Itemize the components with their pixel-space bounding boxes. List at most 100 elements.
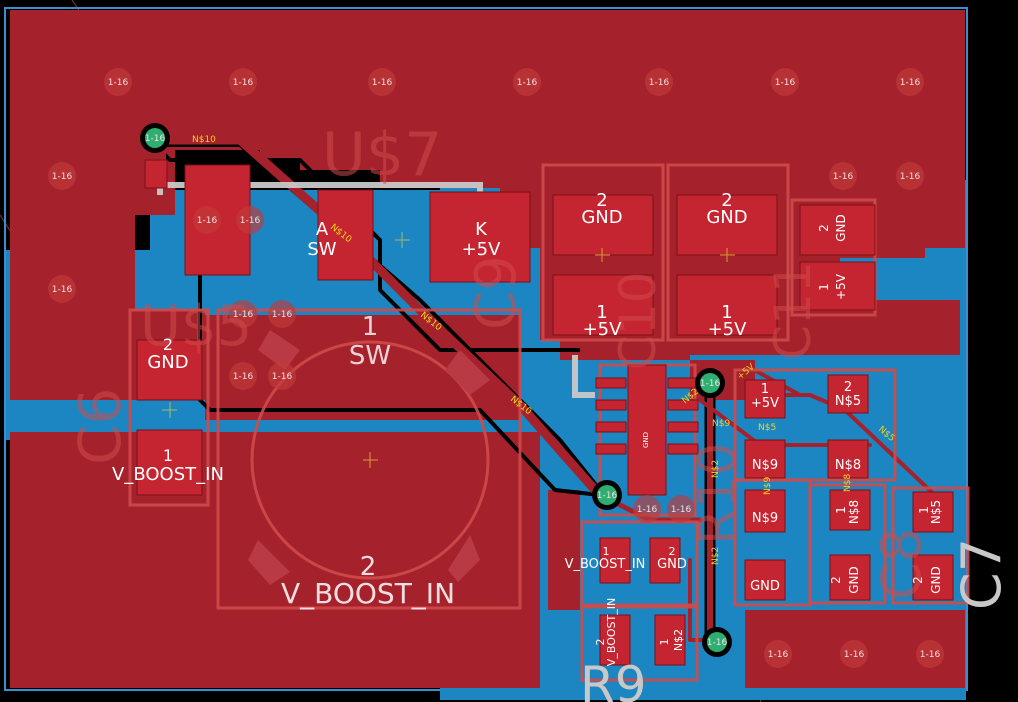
via-label: 1-16 — [272, 310, 293, 320]
via-label: 1-16 — [372, 78, 393, 88]
pad-r-1 — [744, 379, 786, 419]
via-label: 1-16 — [597, 491, 618, 501]
pad-n8 — [827, 439, 869, 479]
inductor-pin1-net: SW — [349, 341, 391, 371]
c11-pin2-net: GND — [706, 207, 747, 228]
via-label: 1-16 — [768, 650, 789, 660]
via-label: 1-16 — [145, 134, 166, 144]
r-n8-label: N$8 — [835, 458, 861, 473]
via-circle-icon — [229, 300, 257, 328]
pad-u7-a — [317, 189, 374, 281]
pad-c7-2 — [912, 554, 954, 601]
ref-r9: R9 — [580, 656, 647, 702]
c7-pin1: 1 — [917, 506, 931, 514]
c7-pin2: 2 — [911, 576, 925, 584]
via-circle-icon — [193, 206, 221, 234]
pad-c8-1 — [829, 489, 871, 531]
inductor-pin1: 1 — [362, 312, 379, 342]
via-label: 1-16 — [900, 78, 921, 88]
via-circle-icon — [48, 162, 76, 190]
via-circle-icon — [840, 640, 868, 668]
via-grid: 1-16 1-16 1-16 1-16 1-16 1-16 1-16 1-16 1-16 1-16… — [48, 68, 944, 668]
via-label: 1-16 — [900, 172, 921, 182]
via-circle-icon[interactable] — [145, 128, 165, 148]
pad-r10-2 — [649, 537, 681, 584]
origin-crosshair-icon — [162, 232, 735, 468]
via-circle-icon — [645, 68, 673, 96]
pad-csmall-1 — [799, 261, 876, 311]
via-label: 1-16 — [52, 285, 73, 295]
r10-pin1: 1 — [603, 545, 610, 558]
pad-gnd — [744, 559, 786, 601]
pad-c6-1 — [136, 429, 203, 496]
u7-pad-a-net: SW — [307, 239, 336, 260]
u7-pad-k-net: +5V — [462, 239, 502, 260]
pad-c11-1 — [676, 274, 778, 336]
via-circle-icon — [229, 362, 257, 390]
c8-pin2-net: GND — [847, 566, 861, 594]
ref-u7: U$7 — [322, 120, 442, 190]
via-circle-icon — [368, 68, 396, 96]
r10-pin2-net: GND — [657, 557, 687, 572]
net-label-n9: N$9 — [712, 419, 730, 429]
c10-pin2-net: GND — [581, 207, 622, 228]
c11-pin1: 1 — [721, 302, 732, 323]
inductor-pin2: 2 — [360, 552, 377, 582]
via-circle-icon — [829, 162, 857, 190]
ref-u5: U$5 — [140, 294, 252, 359]
c6-pin2: 2 — [163, 335, 173, 354]
c10-pin1: 1 — [596, 302, 607, 323]
via-circle-icon — [764, 640, 792, 668]
via-label: 1-16 — [240, 216, 261, 226]
ref-c7: C7 — [950, 538, 1013, 610]
pad-r9-2 — [599, 614, 631, 666]
net-label-n2b: N$2 — [711, 547, 721, 565]
pad-c11-2 — [676, 194, 778, 256]
via-circle-icon[interactable] — [597, 485, 617, 505]
r-pin1-net: +5V — [751, 396, 779, 411]
ref-c6: C6 — [66, 388, 134, 465]
pad-c8-2 — [829, 554, 871, 601]
pad-n9a — [744, 439, 786, 479]
pad-u7-k — [429, 191, 531, 283]
r10-pin2: 2 — [669, 545, 676, 558]
via-label: 1-16 — [233, 78, 254, 88]
via-circle-icon[interactable] — [707, 632, 727, 652]
pad-c6-2 — [136, 339, 203, 401]
silk-ghost-outlines — [128, 163, 970, 682]
pad-c10-2 — [552, 194, 654, 256]
r9-pin2: 2 — [594, 639, 607, 646]
via-circle-icon[interactable] — [700, 373, 720, 393]
silk-keyholes — [248, 330, 490, 585]
c11-pin2: 2 — [721, 190, 732, 211]
r-pin2-net: N$5 — [835, 394, 861, 409]
via-circle-icon — [229, 68, 257, 96]
net-label-n2: N$2 — [711, 460, 721, 478]
via-circle-icon — [268, 362, 296, 390]
pad-r9-1 — [654, 614, 686, 666]
ic-gnd-label: GND — [642, 432, 650, 448]
c10-pin1-net: +5V — [583, 319, 623, 340]
pads — [136, 159, 954, 666]
via-label: 1-16 — [844, 650, 865, 660]
net-label-n5a: N$5 — [758, 423, 776, 433]
via-label: 1-16 — [108, 78, 129, 88]
via-circle-icon — [48, 275, 76, 303]
pad-c10-1 — [552, 274, 654, 336]
csmall-pin1: 1 — [817, 283, 831, 291]
r-n9a-label: N$9 — [752, 458, 778, 473]
pad-u5-1 — [144, 159, 168, 189]
via-circle-icon — [513, 68, 541, 96]
net-label-n8: N$8 — [843, 474, 853, 492]
csmall-pin2-net: GND — [834, 214, 848, 242]
via-label: 1-16 — [833, 172, 854, 182]
c7-pin1-net: N$5 — [929, 500, 943, 524]
via-circle-icon — [633, 495, 661, 523]
via-label: 1-16 — [671, 505, 692, 515]
c10-pin2: 2 — [596, 190, 607, 211]
c8-pin1: 1 — [834, 506, 848, 514]
ref-c11: C11 — [764, 261, 822, 360]
csmall-pin1-net: +5V — [834, 273, 848, 300]
pad-r-2 — [827, 374, 869, 414]
